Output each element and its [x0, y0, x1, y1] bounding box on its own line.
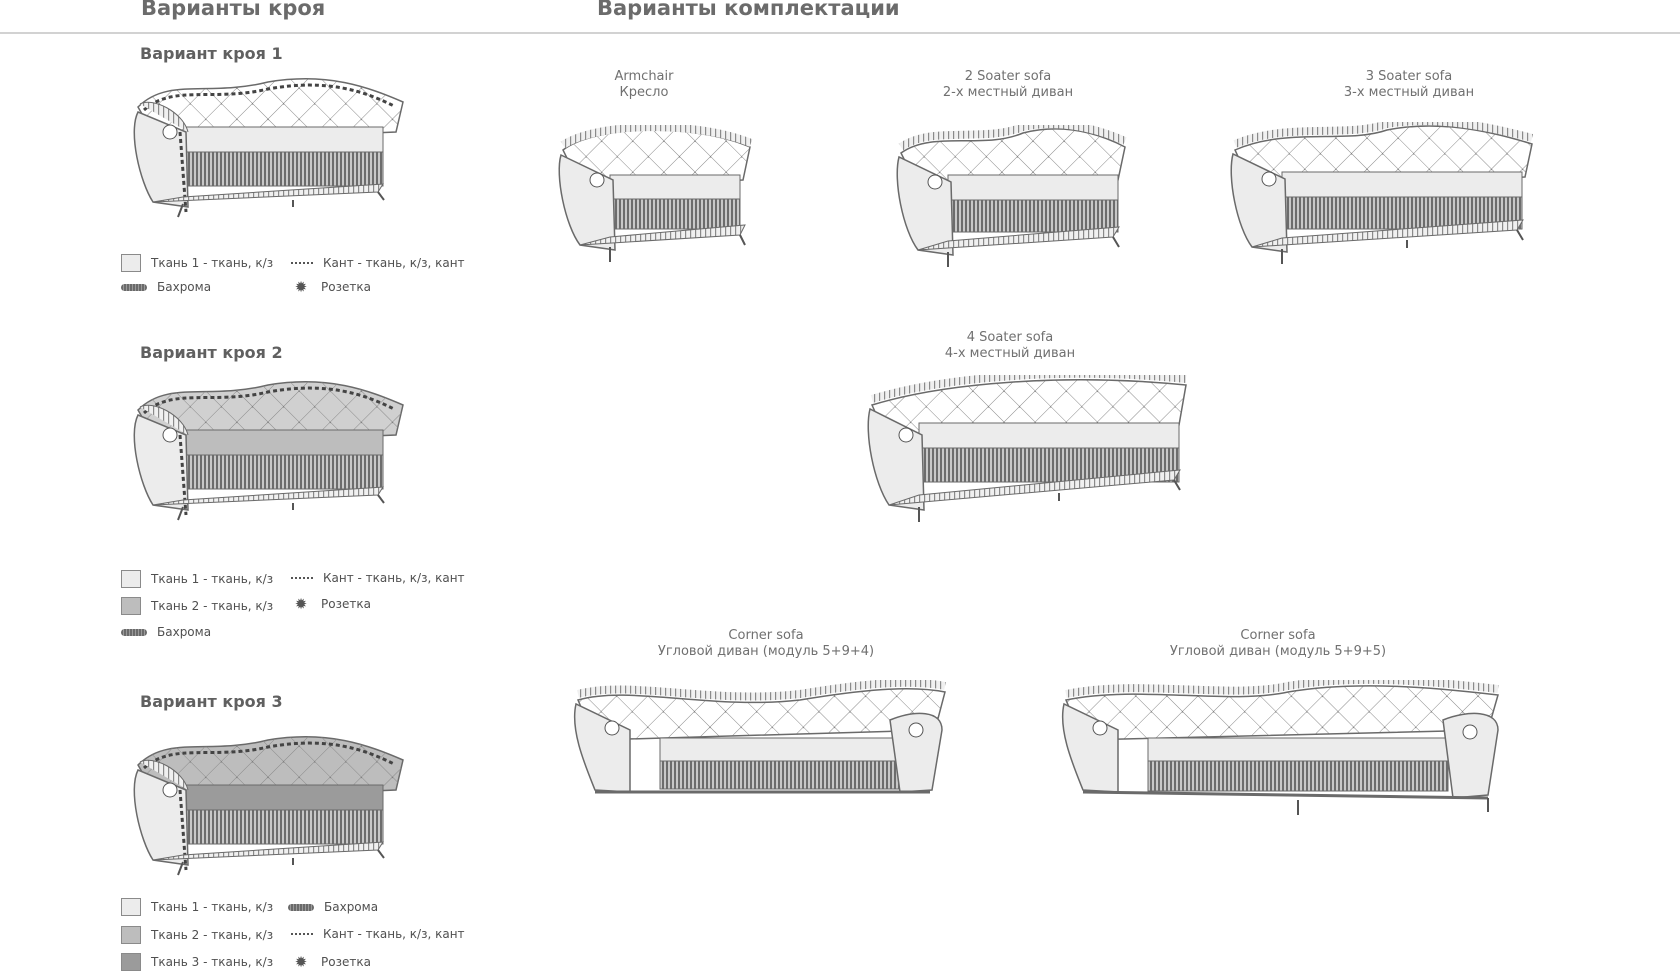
rosette-icon: ✹ — [294, 278, 308, 296]
fringe-icon — [121, 628, 147, 636]
v2-legend-piping: Кант - ткань, к/з, кант — [291, 571, 465, 585]
legend-label: Розетка — [321, 280, 371, 294]
caption-ru: 2-х местный диван — [942, 85, 1074, 100]
sofa3-caption: 3 Soater sofa 3-х местный диван — [1259, 69, 1559, 101]
cut-variants-heading: Варианты кроя — [141, 0, 326, 20]
corner2-image — [1061, 680, 1499, 815]
legend-label: Кант - ткань, к/з, кант — [323, 927, 465, 941]
caption-en: Corner sofa — [1240, 628, 1316, 643]
legend-label: Розетка — [321, 597, 371, 611]
caption-ru: Угловой диван (модуль 5+9+5) — [1169, 644, 1387, 659]
v3-legend-fabric1: Ткань 1 - ткань, к/з — [121, 898, 273, 916]
fabric1-swatch — [121, 898, 141, 916]
legend-label: Розетка — [321, 955, 371, 969]
variant-3-title: Вариант кроя 3 — [140, 692, 283, 711]
fringe-icon — [288, 903, 314, 911]
v2-legend-fabric1: Ткань 1 - ткань, к/з — [121, 570, 273, 588]
v1-legend-fringe: Бахрома — [121, 280, 211, 294]
variant-3-sofa-image — [133, 736, 404, 876]
caption-en: 4 Soater sofa — [966, 330, 1054, 345]
rosette-icon: ✹ — [294, 953, 308, 971]
armchair-caption: Armchair Кресло — [494, 69, 794, 101]
fabric1-swatch — [121, 570, 141, 588]
corner1-caption: Corner sofa Угловой диван (модуль 5+9+4) — [616, 628, 916, 660]
sofa2-image — [896, 125, 1127, 267]
sofa4-image — [867, 375, 1187, 522]
header-divider — [0, 32, 1680, 34]
v3-legend-rosette: ✹ Розетка — [291, 954, 371, 970]
legend-label: Бахрома — [157, 625, 212, 639]
caption-ru: 4-х местный диван — [944, 346, 1076, 361]
caption-ru: 3-х местный диван — [1343, 85, 1475, 100]
configurations-heading: Варианты комплектации — [597, 0, 900, 20]
caption-en: Armchair — [614, 69, 674, 84]
v3-legend-piping: Кант - ткань, к/з, кант — [291, 927, 465, 941]
fabric3-swatch — [121, 953, 141, 971]
piping-icon — [291, 577, 313, 579]
legend-label: Ткань 1 - ткань, к/з — [151, 900, 274, 914]
legend-label: Ткань 1 - ткань, к/з — [151, 572, 274, 586]
v1-legend-piping: Кант - ткань, к/з, кант — [291, 256, 465, 270]
legend-label: Ткань 2 - ткань, к/з — [151, 599, 274, 613]
sofa2-caption: 2 Soater sofa 2-х местный диван — [858, 69, 1158, 101]
fabric2-swatch — [121, 597, 141, 615]
piping-icon — [291, 262, 313, 264]
rosette-icon: ✹ — [294, 595, 308, 613]
variant-2-sofa-image — [133, 381, 404, 521]
legend-label: Бахрома — [324, 900, 379, 914]
caption-en: 3 Soater sofa — [1365, 69, 1453, 84]
corner1-image — [573, 680, 946, 794]
armchair-image — [558, 125, 753, 262]
corner2-caption: Corner sofa Угловой диван (модуль 5+9+5) — [1128, 628, 1428, 660]
variant-1-sofa-image — [133, 78, 404, 218]
caption-ru: Кресло — [619, 85, 669, 100]
v3-legend-fabric2: Ткань 2 - ткань, к/з — [121, 926, 273, 944]
caption-ru: Угловой диван (модуль 5+9+4) — [657, 644, 875, 659]
v3-legend-fabric3: Ткань 3 - ткань, к/з — [121, 953, 273, 971]
fabric1-swatch — [121, 254, 141, 272]
legend-label: Ткань 3 - ткань, к/з — [151, 955, 274, 969]
fringe-icon — [121, 283, 147, 291]
legend-label: Кант - ткань, к/з, кант — [323, 256, 465, 270]
piping-icon — [291, 933, 313, 935]
v2-legend-fabric2: Ткань 2 - ткань, к/з — [121, 597, 273, 615]
caption-en: Corner sofa — [728, 628, 804, 643]
variant-2-title: Вариант кроя 2 — [140, 343, 283, 362]
v1-legend-fabric1: Ткань 1 - ткань, к/з — [121, 254, 273, 272]
legend-label: Бахрома — [157, 280, 212, 294]
sofa3-image — [1230, 122, 1534, 264]
legend-label: Ткань 2 - ткань, к/з — [151, 928, 274, 942]
v2-legend-rosette: ✹ Розетка — [291, 596, 371, 612]
v2-legend-fringe: Бахрома — [121, 625, 211, 639]
legend-label: Ткань 1 - ткань, к/з — [151, 256, 274, 270]
v3-legend-fringe: Бахрома — [288, 900, 378, 914]
legend-label: Кант - ткань, к/з, кант — [323, 571, 465, 585]
fabric2-swatch — [121, 926, 141, 944]
caption-en: 2 Soater sofa — [964, 69, 1052, 84]
sofa4-caption: 4 Soater sofa 4-х местный диван — [860, 330, 1160, 362]
variant-1-title: Вариант кроя 1 — [140, 44, 283, 63]
v1-legend-rosette: ✹ Розетка — [291, 279, 371, 295]
